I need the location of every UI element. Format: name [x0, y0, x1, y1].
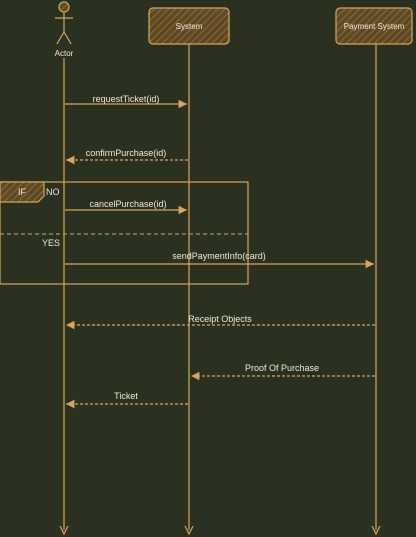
- actor-label: Actor: [55, 49, 74, 58]
- message-request-ticket-label: requestTicket(id): [93, 94, 160, 104]
- payment-participant-label: Payment System: [344, 22, 405, 31]
- system-lifeline-end-arrow: [184, 525, 194, 536]
- message-proof-of-purchase-label: Proof Of Purchase: [245, 363, 319, 373]
- if-fragment-operator: IF: [18, 187, 27, 197]
- if-fragment-frame: [0, 181, 249, 285]
- actor-lifeline-end-arrow: [59, 525, 69, 536]
- if-fragment-tab: [0, 181, 45, 203]
- payment-participant-box: [335, 7, 413, 45]
- message-ticket-label: Ticket: [114, 391, 138, 401]
- message-receipt-objects-label: Receipt Objects: [188, 314, 252, 324]
- system-participant-label: System: [176, 22, 203, 31]
- message-send-payment-info-label: sendPaymentInfo(card): [172, 251, 266, 261]
- message-confirm-purchase-label: confirmPurchase(id): [86, 148, 167, 158]
- if-guard-no: NO: [46, 187, 60, 197]
- system-participant-box: [148, 7, 230, 45]
- if-guard-yes: YES: [42, 238, 60, 248]
- actor-stick-figure-icon: [55, 1, 73, 45]
- message-cancel-purchase-label: cancelPurchase(id): [89, 199, 166, 209]
- payment-lifeline-end-arrow: [371, 525, 381, 536]
